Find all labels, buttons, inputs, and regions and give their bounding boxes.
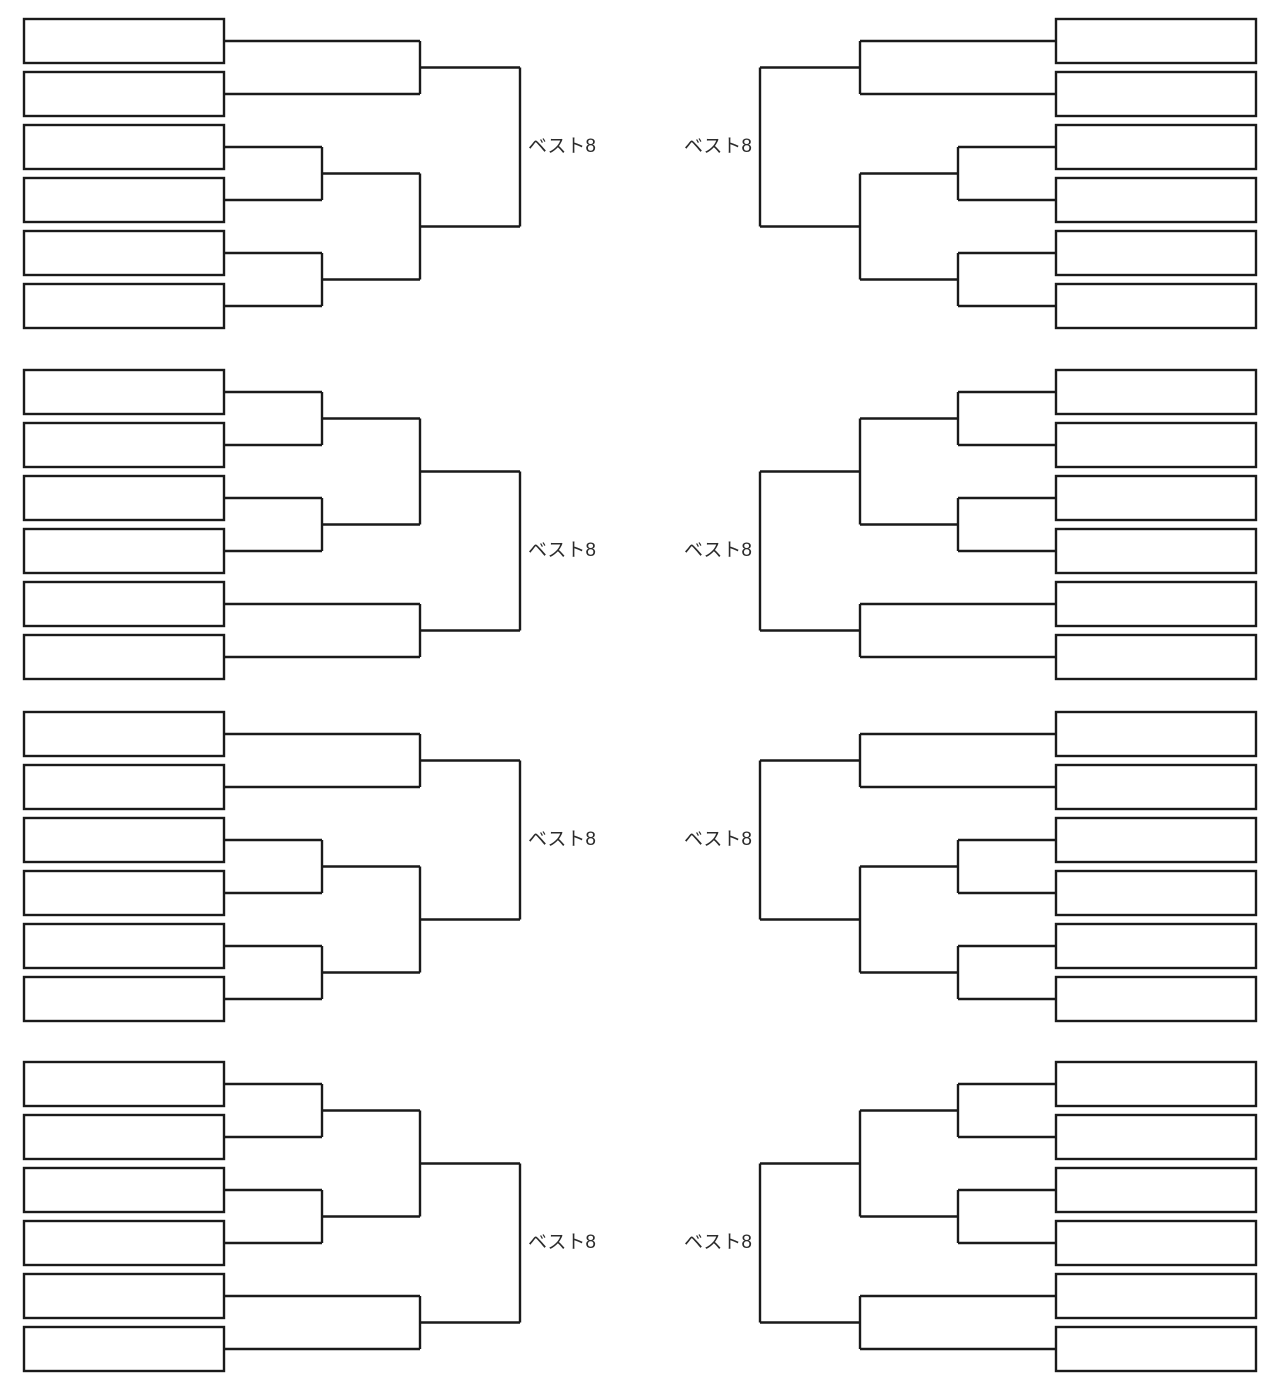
entry-slot[interactable] xyxy=(22,368,226,416)
entry-slot[interactable] xyxy=(1054,282,1258,330)
stage-label-best8: ベスト8 xyxy=(528,829,596,850)
entry-slot[interactable] xyxy=(22,1219,226,1267)
stage-label-best8: ベスト8 xyxy=(684,540,752,561)
bracket-block-r2: ベスト8 xyxy=(684,368,1258,681)
stage-label-best8: ベスト8 xyxy=(684,829,752,850)
entry-slot[interactable] xyxy=(22,922,226,970)
entry-slot[interactable] xyxy=(22,17,226,65)
entry-slot[interactable] xyxy=(22,710,226,758)
stage-label-best8: ベスト8 xyxy=(528,1232,596,1253)
bracket-block-r1: ベスト8 xyxy=(684,17,1258,330)
stage-label-best8: ベスト8 xyxy=(684,136,752,157)
entry-slot[interactable] xyxy=(22,1272,226,1320)
stage-label-best8: ベスト8 xyxy=(528,136,596,157)
entry-slot[interactable] xyxy=(1054,421,1258,469)
entry-slot[interactable] xyxy=(22,1325,226,1373)
entry-slot[interactable] xyxy=(22,229,226,277)
entry-slot[interactable] xyxy=(22,1060,226,1108)
entry-slot[interactable] xyxy=(22,763,226,811)
stage-label-best8: ベスト8 xyxy=(684,1232,752,1253)
entry-slot[interactable] xyxy=(1054,474,1258,522)
entry-slot[interactable] xyxy=(1054,710,1258,758)
bracket-block-l1: ベスト8 xyxy=(22,17,596,330)
entry-slot[interactable] xyxy=(22,70,226,118)
entry-slot[interactable] xyxy=(22,282,226,330)
entry-slot[interactable] xyxy=(22,527,226,575)
entry-slot[interactable] xyxy=(1054,763,1258,811)
entry-slot[interactable] xyxy=(1054,922,1258,970)
entry-slot[interactable] xyxy=(1054,527,1258,575)
bracket-block-r3: ベスト8 xyxy=(684,710,1258,1023)
entry-slot[interactable] xyxy=(1054,17,1258,65)
entry-slot[interactable] xyxy=(1054,1060,1258,1108)
entry-slot[interactable] xyxy=(1054,1113,1258,1161)
entry-slot[interactable] xyxy=(22,816,226,864)
entry-slot[interactable] xyxy=(1054,368,1258,416)
entry-slot[interactable] xyxy=(1054,229,1258,277)
bracket-block-l3: ベスト8 xyxy=(22,710,596,1023)
entry-slot[interactable] xyxy=(22,1113,226,1161)
bracket-block-r4: ベスト8 xyxy=(684,1060,1258,1373)
entry-slot[interactable] xyxy=(22,123,226,171)
entry-slot[interactable] xyxy=(1054,975,1258,1023)
bracket-block-l2: ベスト8 xyxy=(22,368,596,681)
entry-slot[interactable] xyxy=(1054,633,1258,681)
entry-slot[interactable] xyxy=(22,580,226,628)
entry-slot[interactable] xyxy=(22,421,226,469)
entry-slot[interactable] xyxy=(22,176,226,224)
entry-slot[interactable] xyxy=(22,474,226,522)
entry-slot[interactable] xyxy=(1054,1325,1258,1373)
entry-slot[interactable] xyxy=(1054,869,1258,917)
entry-slot[interactable] xyxy=(22,869,226,917)
entry-slot[interactable] xyxy=(22,633,226,681)
entry-slot[interactable] xyxy=(22,975,226,1023)
bracket-block-l4: ベスト8 xyxy=(22,1060,596,1373)
entry-slot[interactable] xyxy=(1054,70,1258,118)
entry-slot[interactable] xyxy=(1054,1166,1258,1214)
entry-slot[interactable] xyxy=(22,1166,226,1214)
entry-slot[interactable] xyxy=(1054,176,1258,224)
entry-slot[interactable] xyxy=(1054,123,1258,171)
entry-slot[interactable] xyxy=(1054,816,1258,864)
entry-slot[interactable] xyxy=(1054,580,1258,628)
entry-slot[interactable] xyxy=(1054,1272,1258,1320)
stage-label-best8: ベスト8 xyxy=(528,540,596,561)
entry-slot[interactable] xyxy=(1054,1219,1258,1267)
